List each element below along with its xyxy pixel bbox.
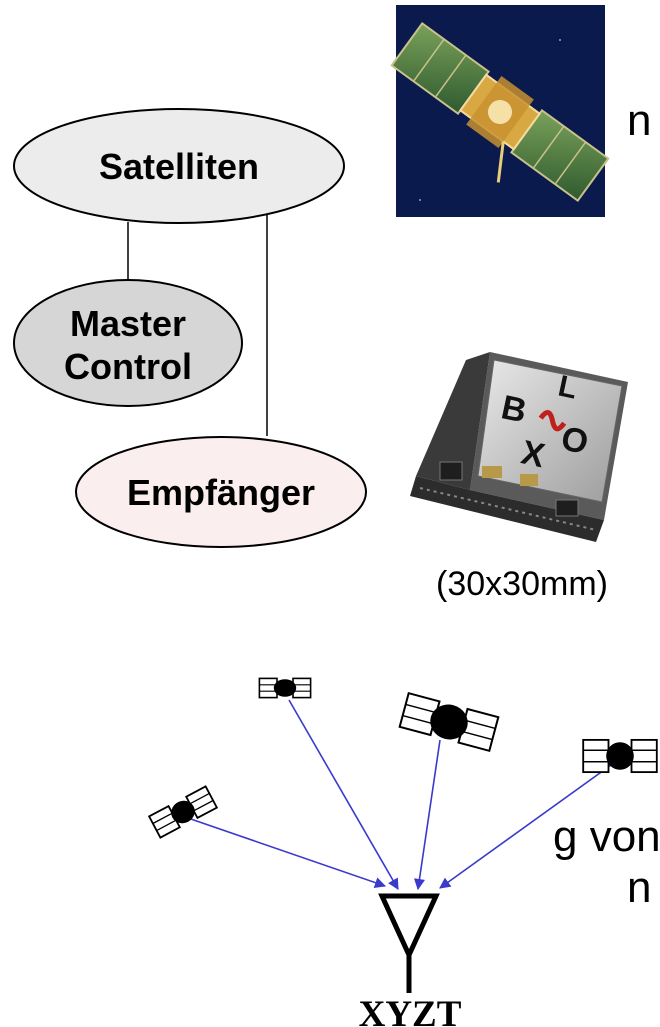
satellite-photo bbox=[390, 5, 610, 217]
node-receiver-label: Empfänger bbox=[127, 472, 315, 513]
node-satellites: Satelliten bbox=[13, 108, 345, 224]
hierarchy-lines bbox=[127, 214, 268, 436]
satellite-icon-2 bbox=[398, 691, 500, 753]
satellite-icon-1 bbox=[258, 677, 312, 699]
node-receiver: Empfänger bbox=[75, 436, 367, 548]
cut-off-text-middle-1: g von bbox=[553, 812, 660, 861]
node-master-control: Master Control bbox=[13, 279, 243, 407]
cut-off-text-top: n bbox=[627, 96, 652, 145]
antenna-label: XYZT bbox=[359, 994, 462, 1027]
antenna-icon bbox=[378, 893, 440, 993]
module-caption: (30x30mm) bbox=[436, 565, 608, 603]
node-satellites-label: Satelliten bbox=[99, 146, 259, 187]
signal-arrows bbox=[184, 699, 619, 891]
node-master-control-label-line2: Control bbox=[64, 346, 192, 387]
gps-receiver-module-photo: L O X B bbox=[410, 352, 628, 542]
satellite-icon-4 bbox=[147, 785, 219, 839]
node-master-control-label-line1: Master bbox=[70, 303, 186, 344]
satellite-icon-3 bbox=[582, 738, 658, 774]
cut-off-text-middle-2: n bbox=[627, 863, 652, 912]
